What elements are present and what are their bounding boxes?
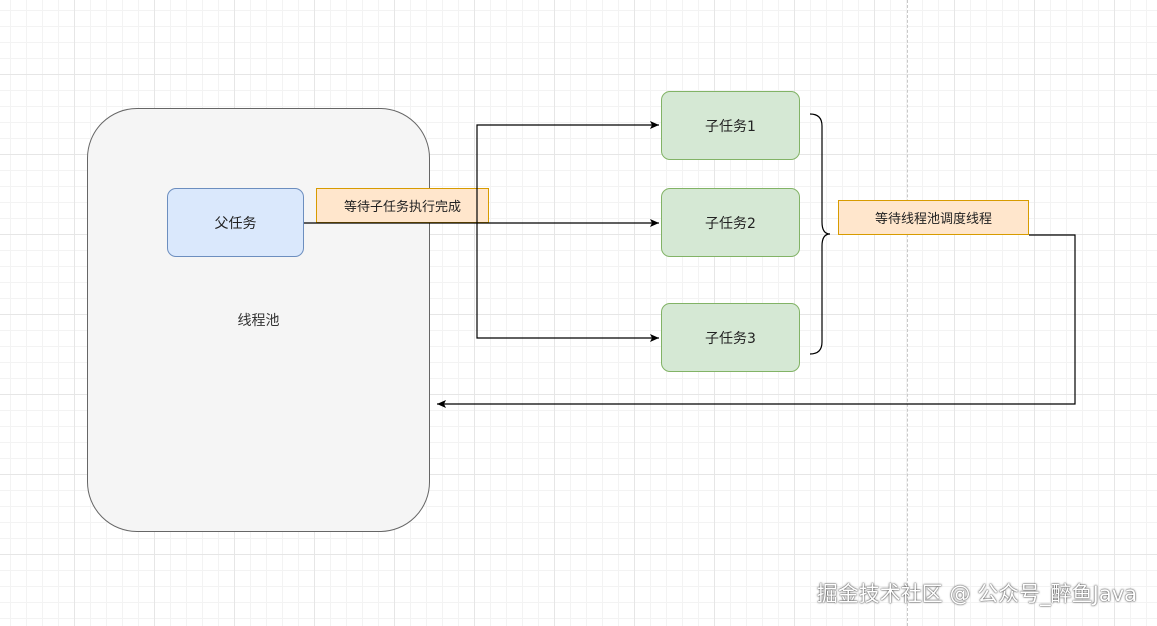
thread-pool-container[interactable] [87, 108, 430, 532]
wait-pool-note[interactable]: 等待线程池调度线程 [838, 200, 1029, 235]
connector-parent-to-subtask-1 [304, 121, 659, 224]
subtask-1-node[interactable]: 子任务1 [661, 91, 800, 160]
parent-task-label: 父任务 [214, 215, 257, 232]
connector-parent-to-subtask-3 [476, 223, 659, 342]
page-divider [907, 0, 908, 626]
subtask-2-label: 子任务2 [705, 215, 756, 232]
connector-return-to-pool [437, 234, 1076, 408]
subtask-2-node[interactable]: 子任务2 [661, 188, 800, 257]
subtasks-brace [809, 113, 831, 355]
parent-task-node[interactable]: 父任务 [167, 188, 304, 257]
subtask-3-label: 子任务3 [705, 330, 756, 347]
wait-pool-note-label: 等待线程池调度线程 [874, 212, 992, 227]
watermark-text: 掘金技术社区 @ 公众号_醉鱼Java [816, 582, 1137, 606]
subtask-1-label: 子任务1 [705, 118, 756, 135]
thread-pool-label: 线程池 [237, 313, 280, 329]
wait-subtasks-note-label: 等待子任务执行完成 [343, 200, 461, 215]
wait-subtasks-note[interactable]: 等待子任务执行完成 [316, 188, 489, 223]
subtask-3-node[interactable]: 子任务3 [661, 303, 800, 372]
